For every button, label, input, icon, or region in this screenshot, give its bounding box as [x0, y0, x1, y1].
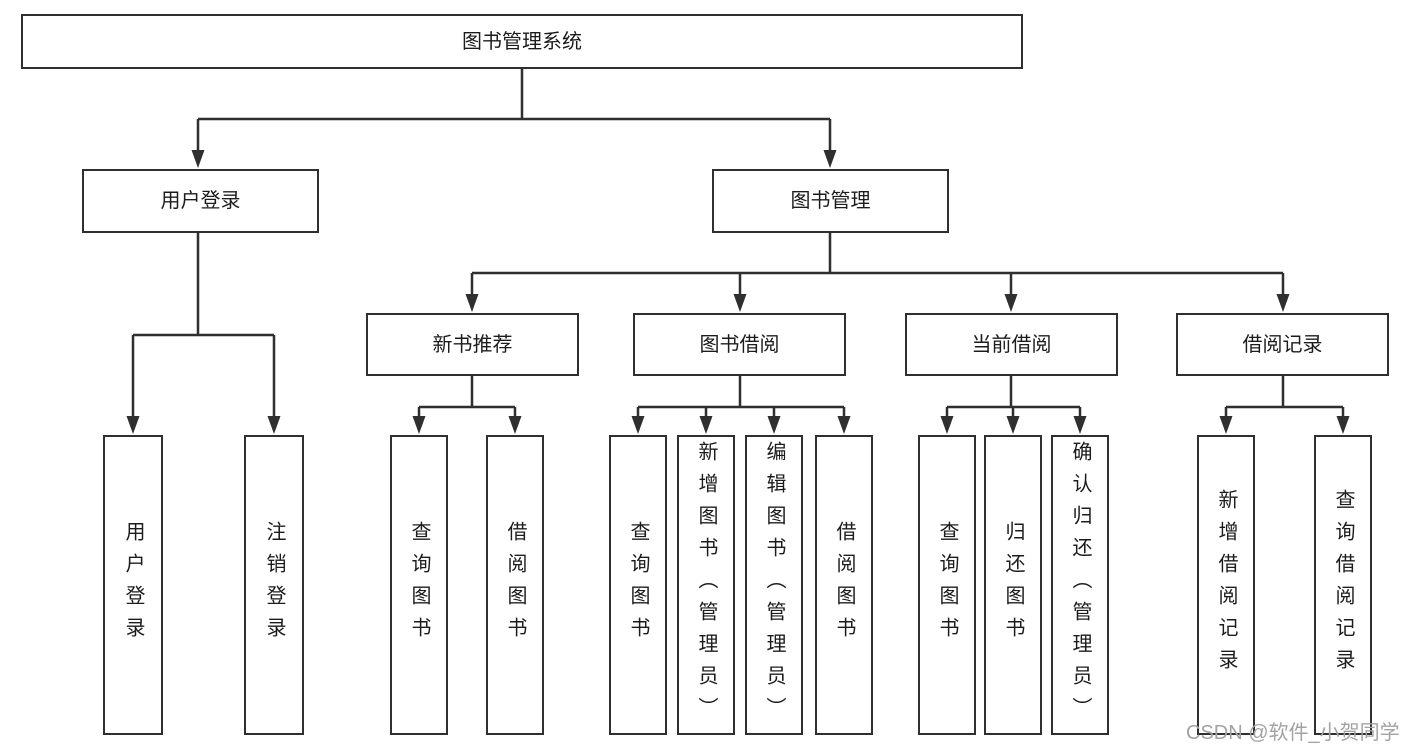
leaf-cb-confirm-return-admin: 确认归还（管理员）	[1051, 435, 1109, 735]
node-new-book-recommendation: 新书推荐	[366, 313, 579, 376]
node-user-login: 用户登录	[82, 169, 319, 233]
node-book-management: 图书管理	[712, 169, 949, 233]
node-borrowing-records: 借阅记录	[1176, 313, 1389, 376]
node-current-borrowing: 当前借阅	[905, 313, 1118, 376]
leaf-br-query-borrow-record: 查询借阅记录	[1314, 435, 1372, 735]
leaf-bb-add-books-admin: 新增图书（管理员）	[677, 435, 735, 735]
leaf-bb-query-books: 查询图书	[609, 435, 667, 735]
leaf-bb-edit-books-admin: 编辑图书（管理员）	[745, 435, 803, 735]
leaf-nbr-borrow-books: 借阅图书	[486, 435, 544, 735]
leaf-cb-query-books: 查询图书	[918, 435, 976, 735]
leaf-bb-borrow-books: 借阅图书	[815, 435, 873, 735]
node-book-management-system: 图书管理系统	[21, 14, 1023, 69]
connector-paths	[131, 69, 1345, 418]
leaf-user-login: 用户登录	[103, 435, 163, 735]
csdn-watermark: CSDN @软件_小贺同学	[1186, 722, 1400, 744]
leaf-nbr-query-books: 查询图书	[390, 435, 448, 735]
arrowhead-icons	[126, 150, 1350, 434]
leaf-br-add-borrow-record: 新增借阅记录	[1197, 435, 1255, 735]
leaf-logout: 注销登录	[244, 435, 304, 735]
leaf-cb-return-books: 归还图书	[984, 435, 1042, 735]
node-book-borrowing: 图书借阅	[633, 313, 846, 376]
